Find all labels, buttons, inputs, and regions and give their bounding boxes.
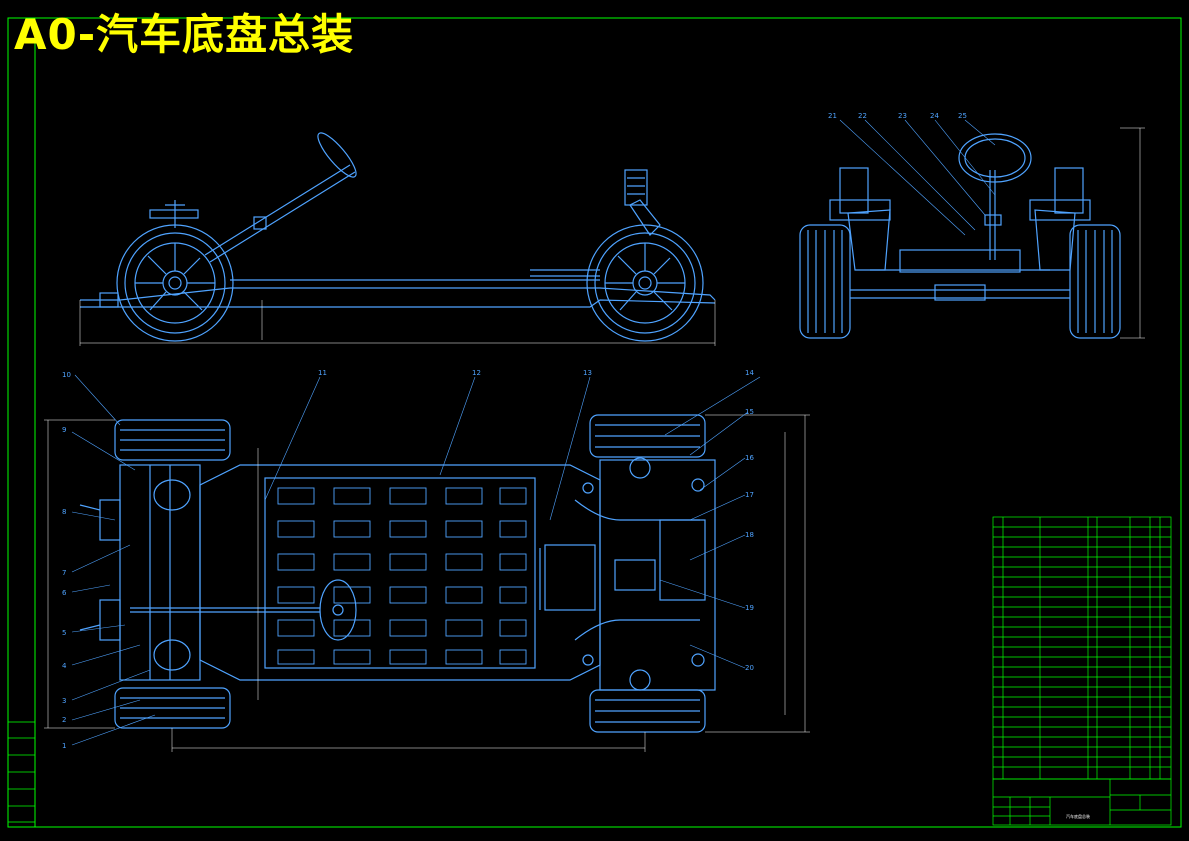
part-number-label: 14	[745, 369, 754, 377]
title-block	[992, 778, 1172, 826]
part-number-label: 17	[745, 491, 754, 499]
part-number-label: 5	[62, 629, 66, 637]
front-view	[799, 133, 1121, 339]
part-number-label: 18	[745, 531, 754, 539]
part-number-label: 6	[62, 589, 67, 597]
side-view-dimensions	[79, 300, 716, 346]
part-number-label: 8	[62, 508, 66, 516]
front-view-leaders	[839, 119, 996, 236]
part-number-label: 1	[62, 742, 66, 750]
parts-list-table	[992, 516, 1172, 780]
part-number-label: 2	[62, 716, 66, 724]
part-number-label: 11	[318, 369, 327, 377]
part-number-label: 20	[745, 664, 754, 672]
drawing-title: A0-汽车底盘总装	[14, 10, 355, 59]
part-number-label: 24	[930, 112, 939, 120]
part-number-label: 10	[62, 371, 71, 379]
plan-view-dimensions	[44, 414, 810, 752]
part-number-label: 22	[858, 112, 867, 120]
side-view	[80, 132, 716, 342]
front-view-dimensions	[1120, 127, 1145, 339]
part-number-label: 12	[472, 369, 481, 377]
part-number-label: 15	[745, 408, 754, 416]
left-stamp-column	[7, 721, 36, 823]
part-number-label: 25	[958, 112, 967, 120]
inner-border	[34, 17, 1182, 828]
outer-border	[7, 17, 1182, 828]
part-number-label: 4	[62, 662, 67, 670]
part-number-label: 13	[583, 369, 592, 377]
part-number-label: 21	[828, 112, 837, 120]
part-number-label: 9	[62, 426, 66, 434]
plan-view	[79, 414, 716, 733]
side-front-wheel	[586, 224, 704, 342]
battery-cells	[277, 487, 527, 665]
title-block-drawing-name: 汽车底盘总装	[1066, 814, 1090, 819]
plan-view-leaders	[71, 374, 761, 746]
part-number-label: 3	[62, 697, 66, 705]
part-number-label: 23	[898, 112, 907, 120]
side-rear-wheel	[116, 224, 234, 342]
part-number-label: 19	[745, 604, 754, 612]
part-number-label: 16	[745, 454, 754, 462]
part-number-label: 7	[62, 569, 66, 577]
